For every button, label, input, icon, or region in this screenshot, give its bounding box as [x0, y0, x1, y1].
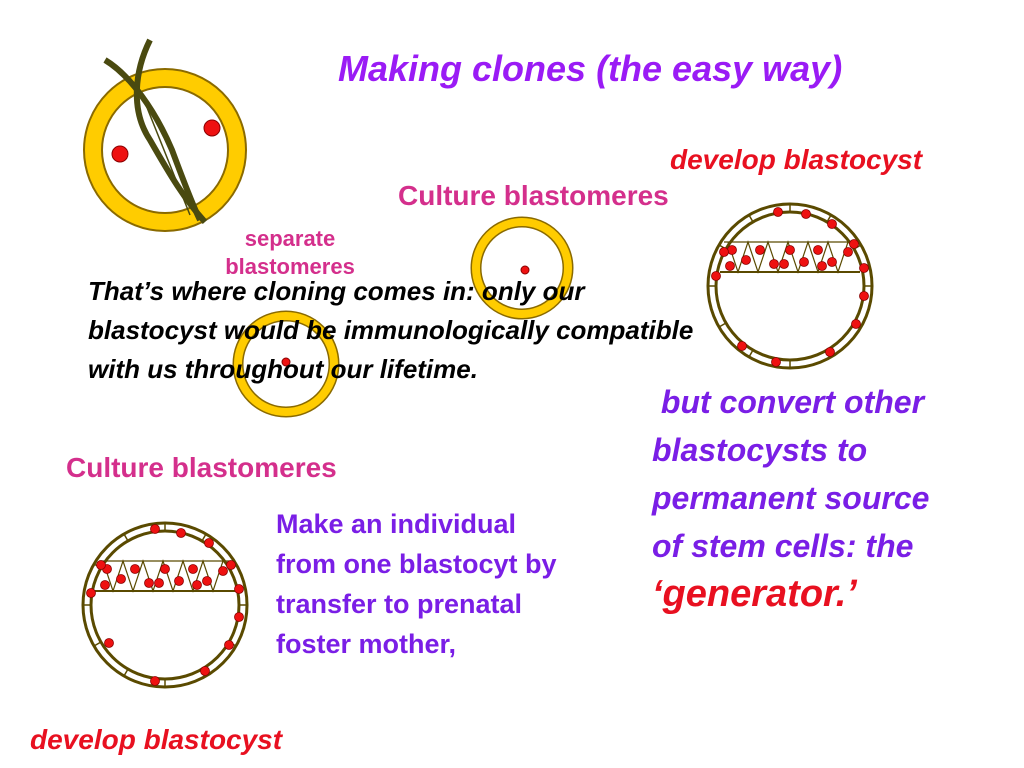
convert-text: but convert other blastocysts to permane…: [652, 384, 930, 564]
blastomere-left: [232, 310, 340, 418]
cloning-explanation-text: That’s where cloning comes in: only our …: [88, 276, 694, 384]
spindle-line: [103, 57, 203, 222]
two-cell-embryo: [83, 38, 247, 232]
cell-nucleus: [203, 119, 221, 137]
develop-blastocyst-label-bottom: develop blastocyst: [30, 724, 283, 755]
page-title: Making clones (the easy way): [338, 48, 843, 89]
separate-blastomeres-label: separate blastomeres: [225, 226, 355, 279]
culture-blastomeres-label-top: Culture blastomeres: [398, 180, 669, 211]
spindle-line: [133, 38, 208, 225]
blastocyst-top: [706, 202, 874, 370]
make-individual-text: Make an individual from one blastocyt by…: [276, 509, 557, 659]
cell-nucleus: [520, 265, 530, 275]
culture-blastomeres-label-bottom: Culture blastomeres: [66, 452, 337, 483]
develop-blastocyst-label-top: develop blastocyst: [670, 144, 923, 175]
blastomere-top: [470, 216, 574, 320]
cell-nucleus: [111, 145, 129, 163]
cell-nucleus: [281, 357, 291, 367]
convert-blastocysts-text: but convert other blastocysts to permane…: [652, 378, 929, 619]
generator-text: ‘generator.’: [652, 573, 857, 615]
blastocyst-bottom: [81, 521, 249, 689]
